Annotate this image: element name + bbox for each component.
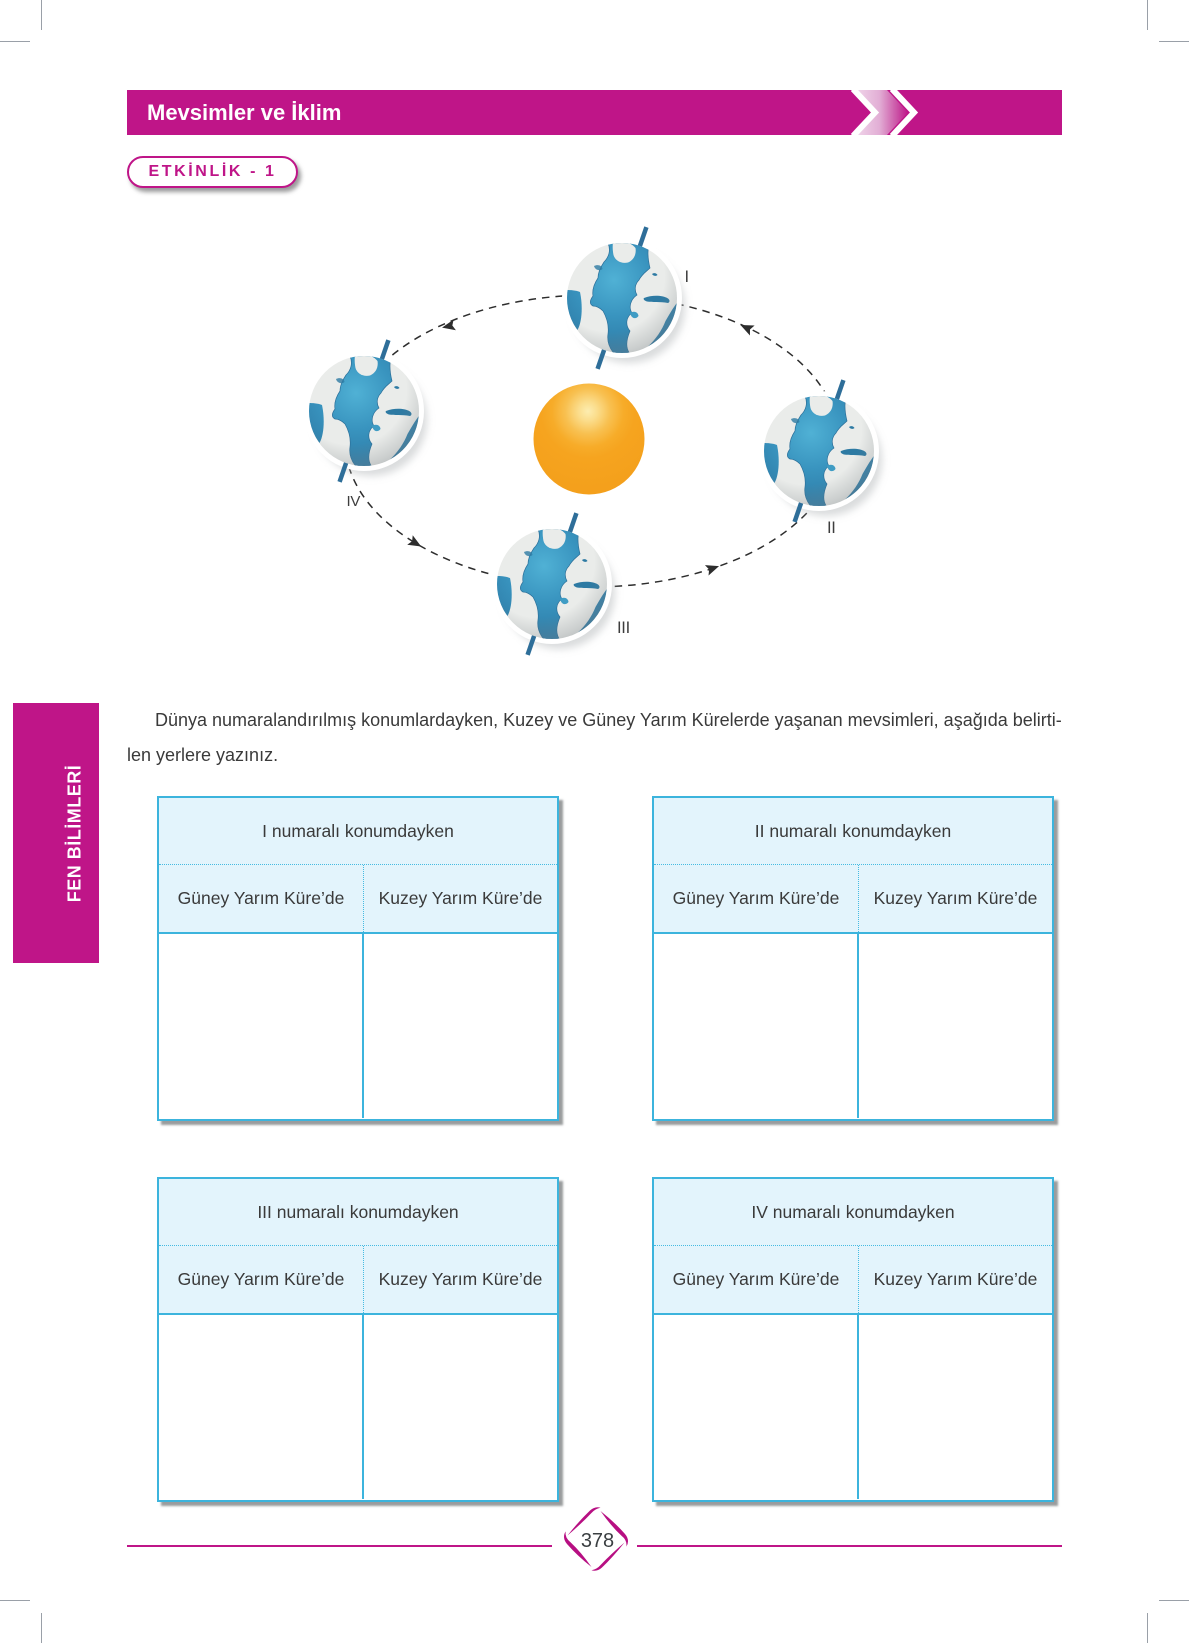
svg-text:II: II <box>827 519 836 537</box>
svg-text:IV: IV <box>347 493 361 510</box>
svg-text:378: 378 <box>581 1530 614 1552</box>
svg-text:I: I <box>685 268 689 286</box>
svg-text:III: III <box>617 619 630 637</box>
